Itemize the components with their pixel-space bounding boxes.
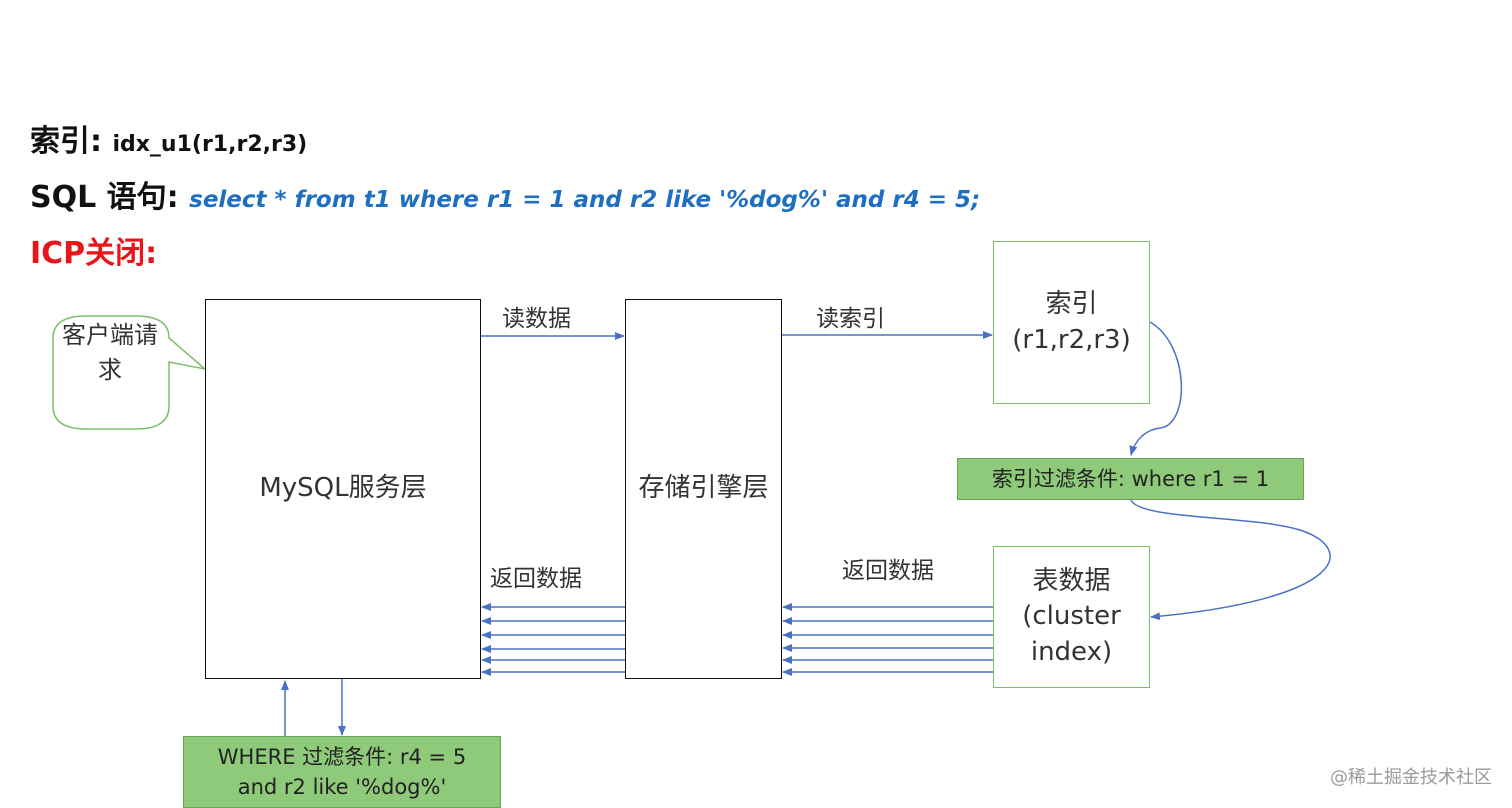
table-data-box: 表数据 (cluster index): [993, 546, 1150, 688]
index-heading: 索引: idx_u1(r1,r2,r3): [30, 116, 307, 160]
table-box-line2: (cluster: [1022, 601, 1121, 632]
mysql-service-layer: MySQL服务层: [205, 299, 481, 679]
where-filter-line2: and r2 like '%dog%': [237, 775, 447, 799]
client-request-text: 客户端请求: [62, 321, 158, 384]
table-box-line3: index): [1030, 636, 1113, 667]
icp-off-heading: ICP关闭:: [30, 236, 158, 271]
filter-to-table-curve: [1130, 499, 1331, 621]
index-label: 索引:: [30, 124, 102, 159]
return-data-label-right: 返回数据: [842, 558, 934, 584]
index-box-columns: (r1,r2,r3): [1012, 324, 1131, 355]
index-box: 索引 (r1,r2,r3): [993, 241, 1150, 404]
sql-statement: select * from t1 where r1 = 1 and r2 lik…: [189, 187, 981, 213]
return-data-label-left: 返回数据: [490, 566, 582, 592]
read-data-label: 读数据: [502, 306, 571, 332]
table-box-title: 表数据: [1032, 566, 1111, 597]
where-filter-line1: WHERE 过滤条件: r4 = 5: [217, 744, 467, 769]
sql-label: SQL 语句:: [30, 180, 179, 215]
index-filter-text: 索引过滤条件: where r1 = 1: [991, 466, 1270, 491]
sql-heading: SQL 语句: select * from t1 where r1 = 1 an…: [30, 172, 980, 216]
where-filter-condition: WHERE 过滤条件: r4 = 5 and r2 like '%dog%': [183, 736, 501, 808]
return-data-arrows-left: [481, 603, 625, 676]
index-value: idx_u1(r1,r2,r3): [112, 132, 308, 157]
storage-layer-label: 存储引擎层: [638, 473, 769, 504]
return-data-arrows-right: [782, 603, 993, 676]
index-box-title: 索引: [1045, 289, 1098, 320]
storage-engine-layer: 存储引擎层: [625, 299, 782, 679]
index-filter-condition: 索引过滤条件: where r1 = 1: [957, 458, 1304, 500]
mysql-layer-label: MySQL服务层: [259, 473, 427, 504]
client-request-callout: [52, 315, 208, 430]
watermark: @稀土掘金技术社区: [1330, 767, 1492, 788]
read-index-label: 读索引: [816, 306, 885, 332]
index-to-filter-curve: [1129, 321, 1183, 456]
